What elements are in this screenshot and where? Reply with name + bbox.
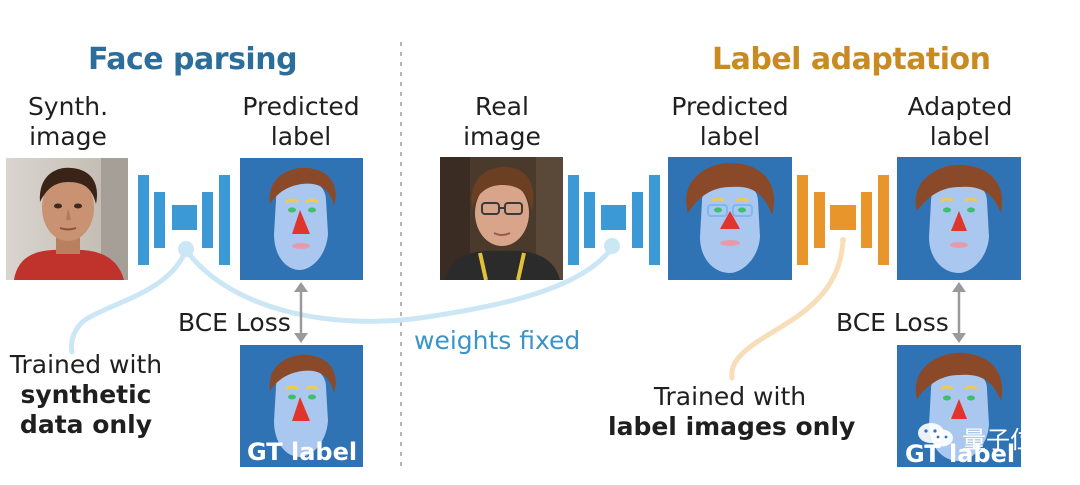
predicted-label-right (668, 157, 792, 280)
weights-fixed-label: weights fixed (414, 326, 581, 355)
bce-loss-left: BCE Loss (178, 308, 291, 337)
predicted-label-caption-right: Predicted label (671, 92, 789, 151)
label-images-training-note: Trained with label images only (608, 382, 856, 441)
gt-label-left (240, 345, 363, 467)
left-network-node (178, 241, 194, 257)
watermark-text: 量子位 (962, 426, 1034, 454)
gt-label-text-right: GT label (905, 440, 1016, 468)
network-orange (797, 175, 889, 265)
label-adaptation-title: Label adaptation (712, 42, 991, 77)
weights-fixed-curve (183, 245, 615, 324)
bce-loss-right: BCE Loss (836, 308, 949, 337)
adapted-label-caption: Adapted label (907, 92, 1013, 151)
synth-image-caption: Synth. image (27, 92, 109, 151)
predicted-label-left (240, 158, 363, 280)
label-images-note-curve (729, 237, 846, 381)
middle-network-node (604, 238, 620, 254)
bce-arrow-left (294, 282, 308, 343)
real-face-image (440, 157, 563, 280)
synthetic-training-note: Trained with synthetic data only (9, 350, 163, 439)
adapted-label (897, 157, 1021, 280)
predicted-label-caption-left: Predicted label (242, 92, 360, 151)
network-blue-middle (568, 175, 660, 265)
face-parsing-title: Face parsing (88, 42, 298, 77)
synthetic-face-image (6, 158, 128, 280)
synthetic-note-curve (69, 247, 189, 355)
bce-arrow-right (952, 282, 966, 343)
gt-label-text-left: GT label (247, 438, 358, 466)
network-blue-left (138, 175, 230, 265)
real-image-caption: Real image (463, 92, 541, 151)
gt-label-right (897, 345, 1021, 467)
wechat-icon (916, 420, 956, 450)
orange-network-node (840, 237, 846, 243)
